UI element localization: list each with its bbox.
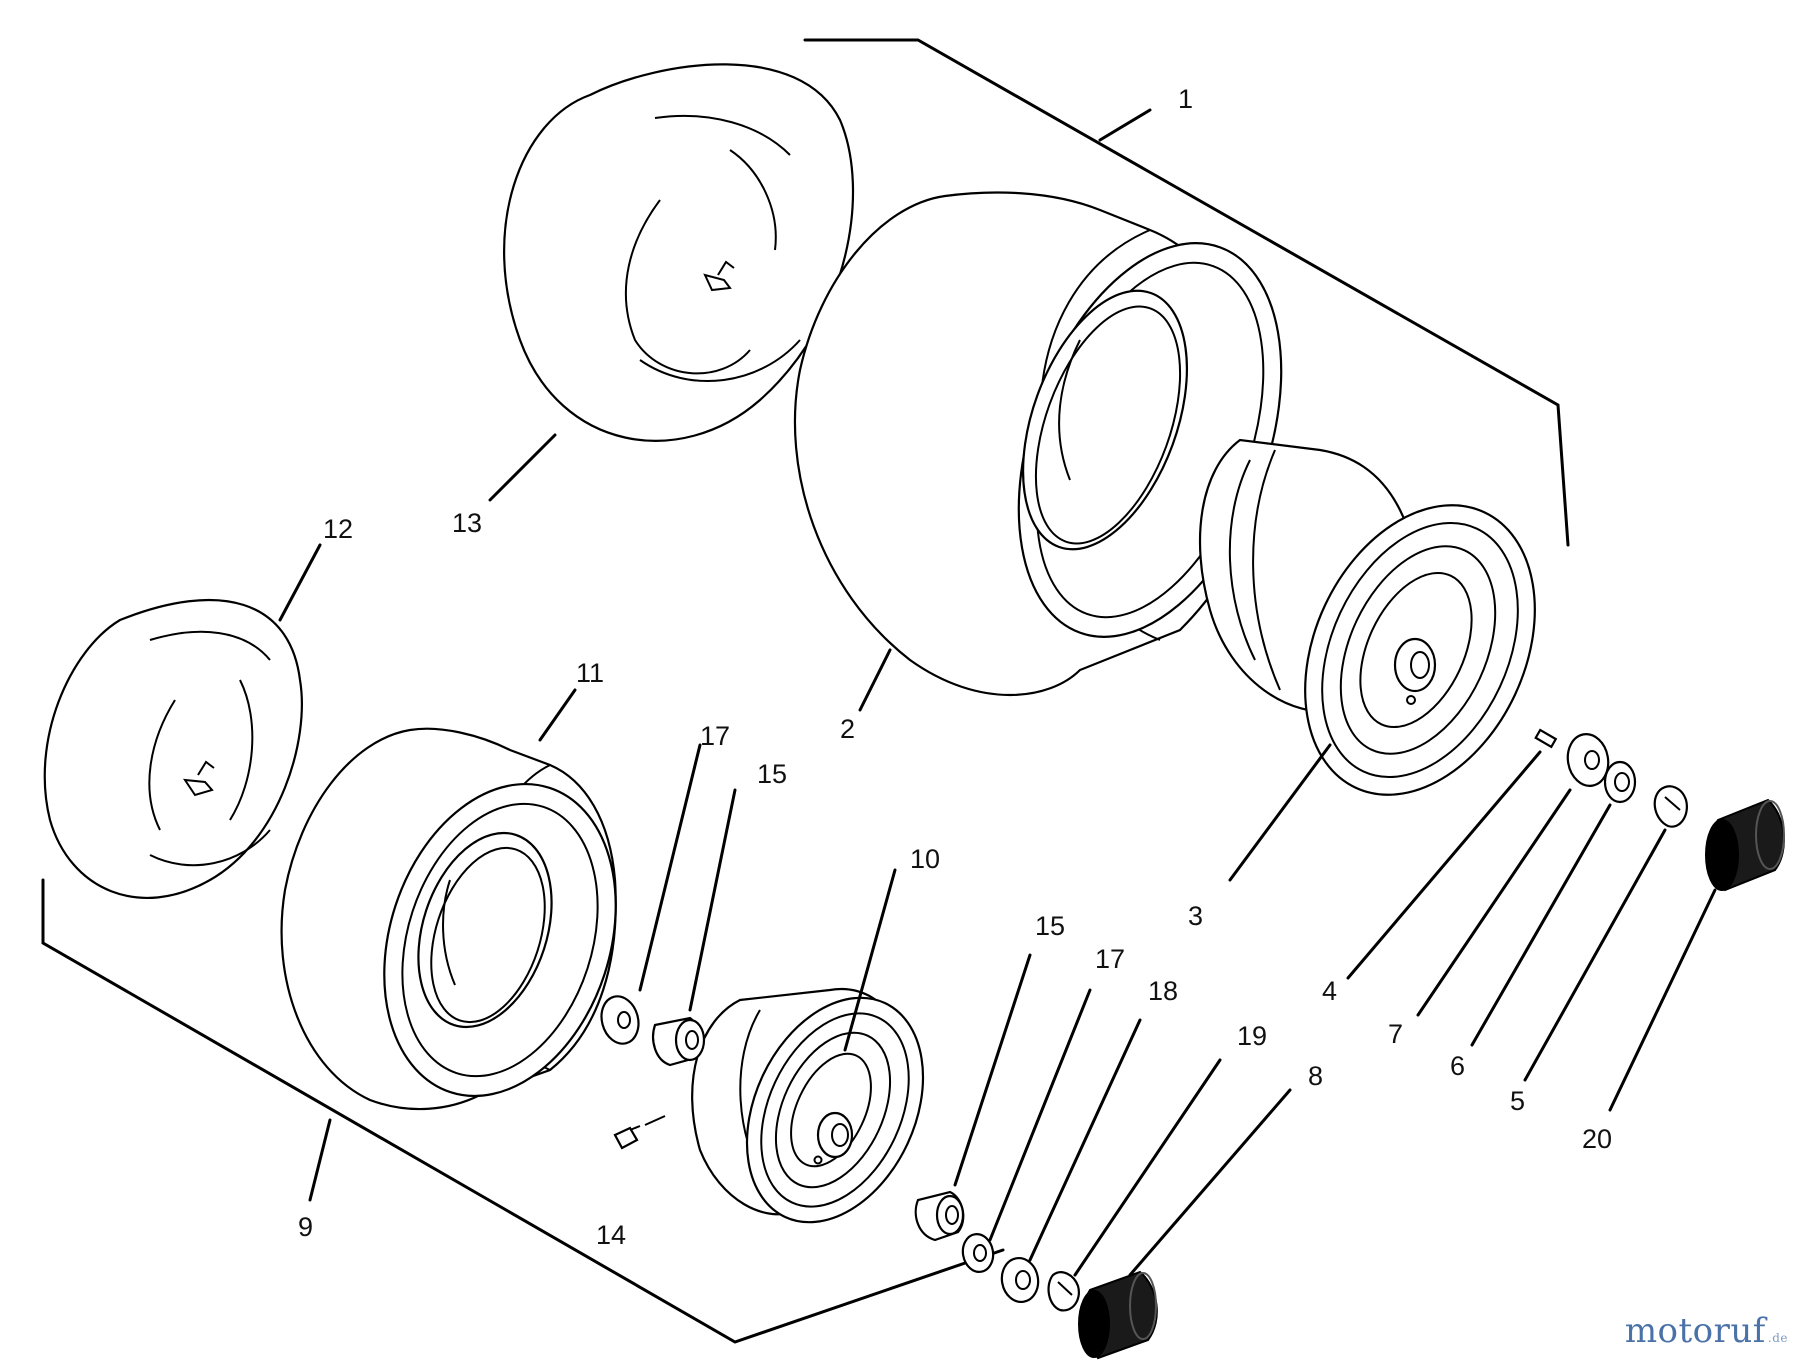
label-part-12: 12 [323, 514, 353, 544]
label-part-20: 20 [1582, 1124, 1612, 1154]
front-bearing-15-inner [652, 1016, 706, 1067]
front-washer-17-outer [961, 1233, 995, 1273]
front-inner-tube [43, 598, 303, 900]
label-part-17-inner: 17 [700, 721, 730, 751]
label-part-9: 9 [298, 1212, 313, 1242]
watermark-tld: .de [1767, 1331, 1788, 1345]
label-part-1: 1 [1178, 84, 1193, 114]
label-part-18: 18 [1148, 976, 1178, 1006]
label-part-15-outer: 15 [1035, 911, 1065, 941]
front-washer-17-inner [600, 995, 640, 1045]
rear-rim [1198, 438, 1536, 796]
label-part-17-outer: 17 [1095, 944, 1125, 974]
front-clip-19 [1047, 1271, 1080, 1312]
label-part-5: 5 [1510, 1086, 1525, 1116]
label-part-13: 13 [452, 508, 482, 538]
front-tire [280, 727, 617, 1111]
leader-lines [278, 108, 1717, 1277]
watermark-main: motoruf [1624, 1311, 1766, 1351]
label-part-7: 7 [1388, 1019, 1403, 1049]
label-part-10: 10 [910, 844, 940, 874]
label-part-11: 11 [576, 658, 604, 688]
rear-inner-tube [503, 63, 855, 442]
label-part-19: 19 [1237, 1021, 1267, 1051]
bracket-front-wheel-assembly [41, 878, 1005, 1344]
front-bearing-15-outer [914, 1190, 965, 1242]
front-rim [691, 988, 925, 1224]
front-valve-stem-14 [613, 1115, 666, 1150]
rear-cap-20 [1705, 798, 1785, 892]
part-labels: 1 2 3 4 7 6 5 20 13 12 11 10 17 15 15 17… [298, 84, 1612, 1250]
rear-washer-7 [1566, 733, 1610, 787]
label-part-3: 3 [1188, 901, 1203, 931]
label-part-6: 6 [1450, 1051, 1465, 1081]
rear-washer-6 [1603, 760, 1637, 804]
bracket-rear-wheel-assembly [803, 38, 1570, 547]
label-part-15-inner: 15 [757, 759, 787, 789]
label-part-14: 14 [596, 1220, 626, 1250]
motoruf-watermark: motoruf.de [1625, 1311, 1788, 1351]
rear-clip-5 [1653, 785, 1688, 828]
front-cap-8 [1078, 1270, 1158, 1360]
rear-key [1534, 728, 1558, 749]
label-part-2: 2 [840, 714, 855, 744]
front-washer-18 [1000, 1257, 1040, 1303]
rear-tire [793, 191, 1283, 696]
label-part-8: 8 [1308, 1061, 1323, 1091]
label-part-4: 4 [1322, 976, 1337, 1006]
